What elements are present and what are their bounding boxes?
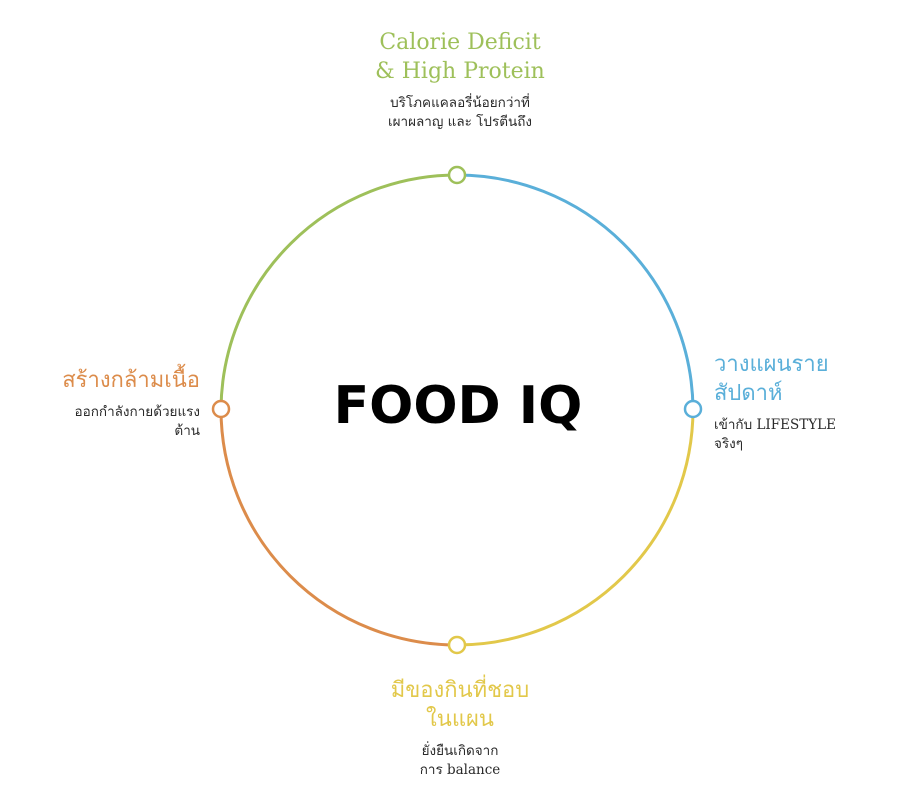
node-desc-line: การ balance — [419, 762, 501, 778]
node-dot-right — [683, 399, 703, 419]
node-calorie-deficit: Calorie Deficit & High Protein บริโภคแคล… — [300, 28, 620, 132]
node-dot-bottom — [447, 635, 467, 655]
node-dot-left — [211, 399, 231, 419]
node-title: มีของกินที่ชอบ ในแผน — [300, 676, 620, 734]
node-build-muscle: สร้างกล้ามเนื้อ ออกกำลังกายด้วยแรง ต้าน — [10, 366, 200, 441]
node-description: ยั่งยืนเกิดจาก การ balance — [300, 742, 620, 780]
arc-bottom-to-left — [219, 408, 458, 647]
node-desc-line: เข้ากับ LIFESTYLE — [714, 417, 836, 433]
node-weekly-plan: วางแผนราย สัปดาห์ เข้ากับ LIFESTYLE จริง… — [714, 350, 904, 454]
center-title: FOOD IQ — [333, 376, 583, 436]
arc-top-to-right — [456, 173, 695, 410]
node-description: บริโภคแคลอรี่น้อยกว่าที่ เผาผลาญ และ โปร… — [300, 94, 620, 132]
node-description: ออกกำลังกายด้วยแรง ต้าน — [10, 403, 200, 441]
node-description: เข้ากับ LIFESTYLE จริงๆ — [714, 416, 904, 454]
node-title: วางแผนราย สัปดาห์ — [714, 350, 904, 408]
node-title: Calorie Deficit & High Protein — [300, 28, 620, 86]
arc-right-to-bottom — [456, 408, 695, 647]
node-desc-line: ยั่งยืนเกิดจาก — [421, 743, 499, 759]
node-desc-line: ต้าน — [174, 423, 200, 439]
node-title-line: Calorie Deficit — [379, 30, 541, 55]
node-title: สร้างกล้ามเนื้อ — [10, 366, 200, 395]
node-title-line: & High Protein — [375, 59, 545, 84]
node-dot-top — [447, 165, 467, 185]
node-title-line: สัปดาห์ — [714, 381, 783, 406]
node-title-line: มีของกินที่ชอบ — [390, 678, 530, 703]
node-title-line: ในแผน — [426, 707, 494, 732]
node-title-line: สร้างกล้ามเนื้อ — [62, 368, 200, 393]
node-favorite-foods: มีของกินที่ชอบ ในแผน ยั่งยืนเกิดจาก การ … — [300, 676, 620, 780]
node-title-line: วางแผนราย — [714, 352, 829, 377]
node-desc-line: จริงๆ — [714, 436, 744, 452]
node-desc-line: เผาผลาญ และ โปรตีนถึง — [387, 114, 532, 130]
node-desc-line: บริโภคแคลอรี่น้อยกว่าที่ — [390, 95, 530, 111]
arc-left-to-top — [219, 173, 458, 410]
node-desc-line: ออกกำลังกายด้วยแรง — [74, 404, 200, 420]
